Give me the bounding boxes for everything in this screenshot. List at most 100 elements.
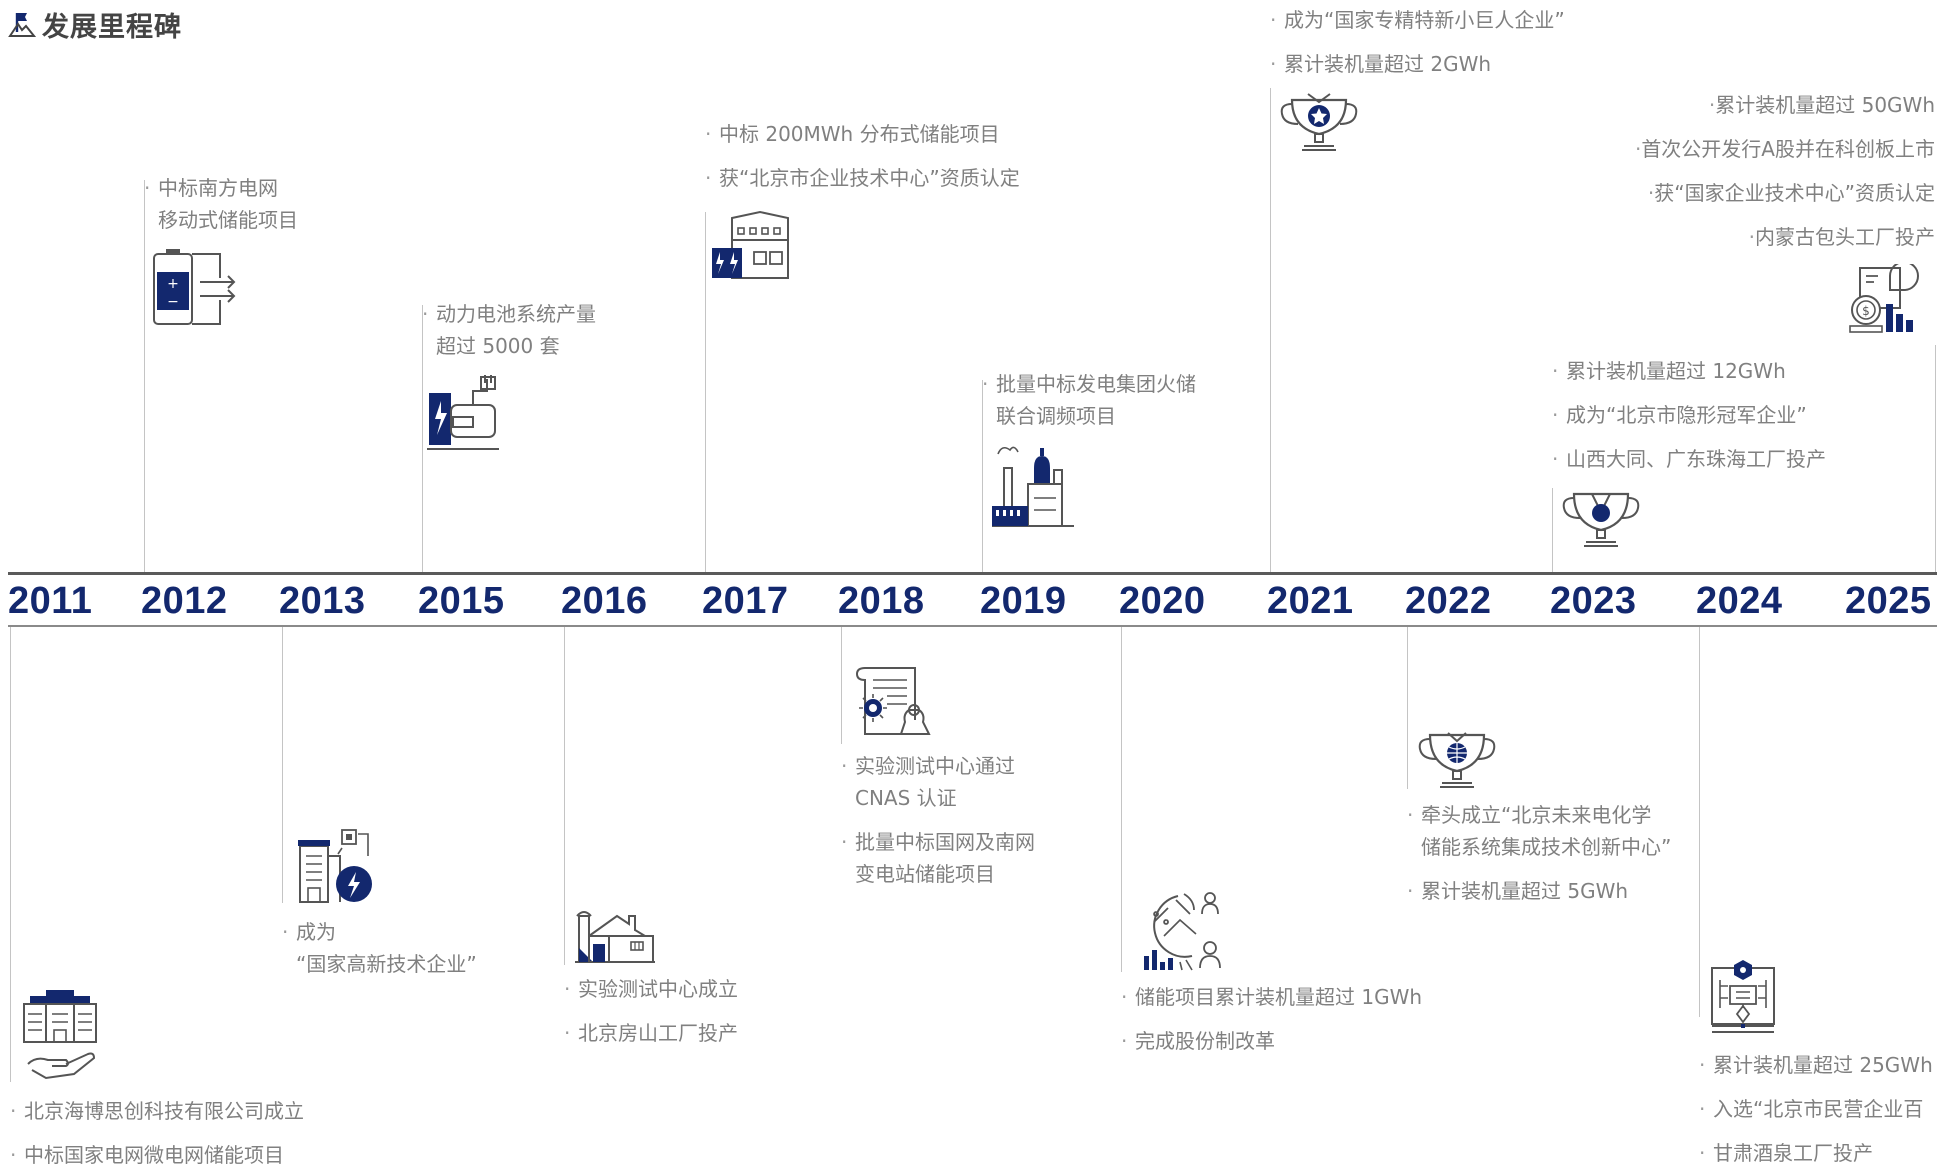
factory-house-icon xyxy=(575,911,655,963)
milestone-item: ·实验测试中心成立 xyxy=(564,977,738,1001)
milestone-2013: ·成为“国家高新技术企业” xyxy=(282,916,477,980)
connector-2023 xyxy=(1552,488,1553,572)
milestone-2024: ·累计装机量超过 25GWh ·入选“北京市民营企业百 ·甘肃酒泉工厂投产 xyxy=(1699,1049,1933,1169)
milestone-item: ·牵头成立“北京未来电化学储能系统集成技术创新中心” xyxy=(1407,803,1672,859)
milestone-item: ·批量中标发电集团火储联合调频项目 xyxy=(982,372,1196,428)
power-plant-icon xyxy=(992,446,1074,527)
milestone-item: ·累计装机量超过 2GWh xyxy=(1270,52,1492,76)
year-2017: 2017 xyxy=(702,580,789,622)
milestone-item: ·北京海博思创科技有限公司成立 xyxy=(10,1099,304,1123)
milestone-text: “国家高新技术企业” xyxy=(296,952,477,976)
milestone-text: 内蒙古包头工厂投产 xyxy=(1755,225,1935,249)
milestone-item: ·完成股份制改革 xyxy=(1121,1029,1275,1053)
connector-2011 xyxy=(10,627,11,1082)
certificate-icon xyxy=(855,667,931,735)
milestone-item: ·累计装机量超过 25GWh xyxy=(1699,1053,1933,1077)
tech-building-icon xyxy=(298,829,372,903)
connector-2022 xyxy=(1407,627,1408,789)
connector-2025 xyxy=(1935,345,1936,572)
milestone-item: ·甘肃酒泉工厂投产 xyxy=(1699,1141,1873,1165)
milestone-item: ·批量中标国网及南网变电站储能项目 xyxy=(841,830,1035,886)
milestone-text: 累计装机量超过 5GWh xyxy=(1421,879,1629,903)
milestone-text: 联合调频项目 xyxy=(996,404,1116,428)
connector-2013 xyxy=(282,627,283,903)
innovation-board-icon xyxy=(1711,960,1775,1033)
page-title-text: 发展里程碑 xyxy=(42,11,182,43)
building-hand-icon xyxy=(23,990,97,1080)
milestone-2012: ·中标南方电网移动式储能项目 xyxy=(144,172,298,236)
milestone-item: ·中标 200MWh 分布式储能项目 xyxy=(705,122,1000,146)
trophy-medal-icon xyxy=(1562,492,1640,547)
year-2015: 2015 xyxy=(418,580,505,622)
milestone-item: ·入选“北京市民营企业百 xyxy=(1699,1097,1924,1121)
analytics-person-icon xyxy=(1144,892,1221,971)
milestone-item: ·中标南方电网移动式储能项目 xyxy=(144,176,298,232)
milestone-item: ·内蒙古包头工厂投产 xyxy=(1748,225,1935,249)
year-2018: 2018 xyxy=(838,580,925,622)
milestone-text: 实验测试中心成立 xyxy=(578,977,738,1001)
milestone-text: 中标 200MWh 分布式储能项目 xyxy=(719,122,1000,146)
milestone-text: 累计装机量超过 12GWh xyxy=(1566,359,1786,383)
svg-text:−: − xyxy=(167,294,179,310)
milestone-2015: ·动力电池系统产量超过 5000 套 xyxy=(422,298,596,362)
milestone-text: 首次公开发行A股并在科创板上市 xyxy=(1641,137,1935,161)
milestone-text: 成为 xyxy=(296,920,336,944)
milestone-text: 获“国家企业技术中心”资质认定 xyxy=(1654,181,1935,205)
year-2021: 2021 xyxy=(1267,580,1354,622)
milestone-text: 完成股份制改革 xyxy=(1135,1029,1275,1053)
milestone-2016: ·实验测试中心成立 ·北京房山工厂投产 xyxy=(564,973,738,1049)
connector-2017 xyxy=(705,212,706,572)
milestone-text: 中标南方电网 xyxy=(158,176,278,200)
milestone-text: 累计装机量超过 25GWh xyxy=(1713,1053,1933,1077)
milestone-item: ·获“国家企业技术中心”资质认定 xyxy=(1647,181,1935,205)
trophy-star-icon xyxy=(1280,93,1358,151)
milestone-text: 甘肃酒泉工厂投产 xyxy=(1713,1141,1873,1165)
milestone-text: 北京海博思创科技有限公司成立 xyxy=(24,1099,304,1123)
milestone-item: ·成为“国家专精特新小巨人企业” xyxy=(1270,8,1565,32)
year-2011: 2011 xyxy=(8,580,93,622)
milestone-item: ·首次公开发行A股并在科创板上市 xyxy=(1634,137,1935,161)
milestone-text: 获“北京市企业技术中心”资质认定 xyxy=(719,166,1020,190)
milestone-text: 储能系统集成技术创新中心” xyxy=(1421,835,1672,859)
milestone-item: ·累计装机量超过 50GWh xyxy=(1708,93,1935,117)
milestone-item: ·成为“北京市隐形冠军企业” xyxy=(1552,403,1807,427)
milestone-item: ·山西大同、广东珠海工厂投产 xyxy=(1552,447,1826,471)
milestone-item: ·中标国家电网微电网储能项目 xyxy=(10,1143,284,1167)
connector-2016 xyxy=(564,627,565,965)
year-2022: 2022 xyxy=(1405,580,1492,622)
milestone-2011: ·北京海博思创科技有限公司成立 ·中标国家电网微电网储能项目 xyxy=(10,1095,304,1171)
milestone-text: 储能项目累计装机量超过 1GWh xyxy=(1135,985,1423,1009)
year-2025: 2025 xyxy=(1845,580,1932,622)
milestone-item: ·成为“国家高新技术企业” xyxy=(282,920,477,976)
year-2019: 2019 xyxy=(980,580,1067,622)
milestone-item: ·累计装机量超过 5GWh xyxy=(1407,879,1629,903)
year-2016: 2016 xyxy=(561,580,648,622)
battery-plug-icon xyxy=(427,375,499,450)
milestone-text: 中标国家电网微电网储能项目 xyxy=(24,1143,284,1167)
battery-charge-icon: + − xyxy=(153,249,236,325)
milestone-text: 移动式储能项目 xyxy=(158,208,298,232)
milestone-2017: ·中标 200MWh 分布式储能项目 ·获“北京市企业技术中心”资质认定 xyxy=(705,118,1020,194)
svg-text:+: + xyxy=(167,276,179,292)
milestone-item: ·储能项目累计装机量超过 1GWh xyxy=(1121,985,1423,1009)
milestone-text: 批量中标国网及南网 xyxy=(855,830,1035,854)
milestone-item: ·累计装机量超过 12GWh xyxy=(1552,359,1786,383)
timeline-top-line xyxy=(8,572,1937,575)
trophy-globe-icon xyxy=(1418,732,1496,788)
connector-2019 xyxy=(982,380,983,572)
milestone-item: ·北京房山工厂投产 xyxy=(564,1021,738,1045)
milestone-text: 变电站储能项目 xyxy=(855,862,995,886)
year-2013: 2013 xyxy=(279,580,366,622)
milestone-text: 成为“北京市隐形冠军企业” xyxy=(1566,403,1807,427)
milestone-text: 北京房山工厂投产 xyxy=(578,1021,738,1045)
factory-battery-icon xyxy=(712,210,789,279)
milestone-text: 累计装机量超过 2GWh xyxy=(1284,52,1492,76)
connector-2020 xyxy=(1121,627,1122,972)
milestone-2023: ·累计装机量超过 12GWh ·成为“北京市隐形冠军企业” ·山西大同、广东珠海… xyxy=(1552,355,1826,475)
milestone-2019: ·批量中标发电集团火储联合调频项目 xyxy=(982,368,1196,432)
milestone-text: CNAS 认证 xyxy=(855,786,957,810)
svg-text:$: $ xyxy=(1862,304,1870,318)
milestone-text: 牵头成立“北京未来电化学 xyxy=(1421,803,1652,827)
